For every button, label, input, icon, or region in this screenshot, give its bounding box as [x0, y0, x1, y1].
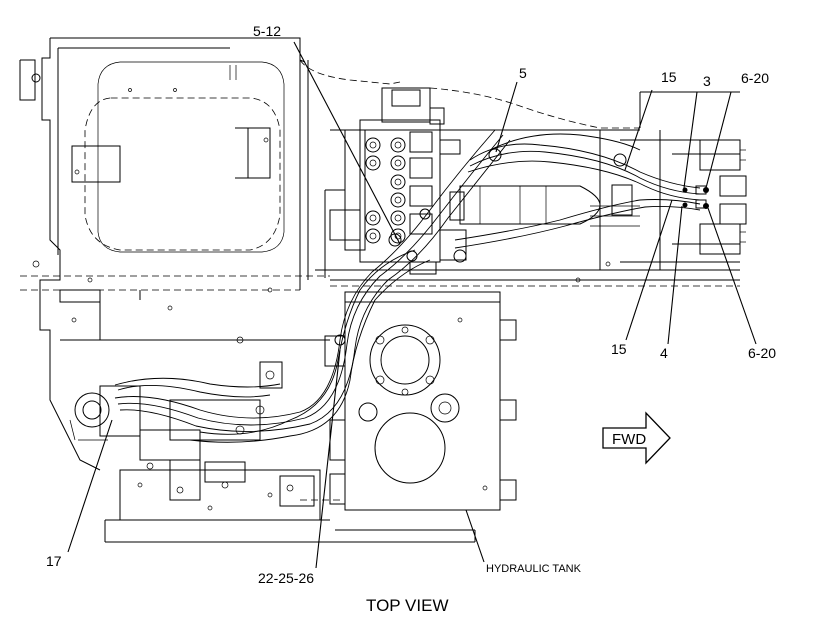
cylinder-assembly [449, 153, 633, 225]
upper-right-frame [299, 59, 740, 287]
hydraulic-tank-label: HYDRAULIC TANK [486, 563, 582, 575]
hydraulic-tank [300, 291, 517, 531]
leader-lines [67, 41, 757, 569]
lower-pump-assembly [69, 335, 476, 543]
callout-labels: 5-12 5 15 3 6-20 15 4 6-20 17 22-25-26 H… [46, 23, 776, 586]
callout-5-12: 5-12 [253, 23, 281, 39]
right-fittings [682, 139, 747, 255]
callout-6-20-bottom: 6-20 [748, 345, 776, 361]
fwd-label: FWD [612, 431, 646, 448]
forward-direction: FWD [602, 411, 671, 465]
hose-routing [114, 129, 701, 443]
callout-22-25-26: 22-25-26 [258, 570, 314, 586]
right-arrow-icon [602, 411, 671, 465]
callout-5: 5 [519, 65, 527, 81]
valve-spool-circles [365, 137, 406, 244]
callout-15-top: 15 [661, 69, 677, 85]
callout-17: 17 [46, 553, 62, 569]
callout-6-20-top: 6-20 [741, 70, 769, 86]
callout-3: 3 [703, 73, 711, 89]
callout-4: 4 [660, 345, 668, 361]
control-valve [324, 87, 467, 278]
callout-15-bottom: 15 [611, 341, 627, 357]
view-title: TOP VIEW [366, 596, 449, 615]
left-frame [19, 37, 330, 471]
